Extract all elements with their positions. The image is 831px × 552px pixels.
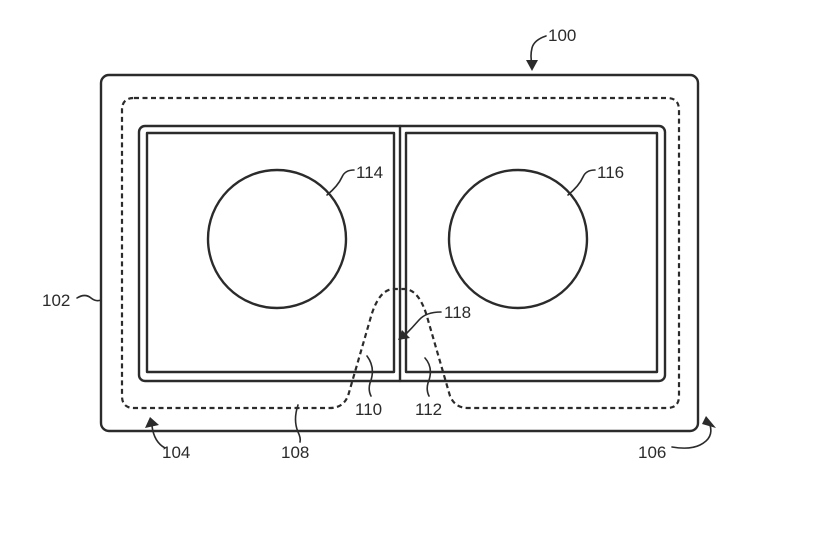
ref-106: 106 [638,443,666,462]
leader-110 [367,356,372,396]
ref-110: 110 [355,400,382,419]
arrowhead-104 [145,417,159,428]
leader-100 [531,36,546,64]
leader-118 [405,312,441,335]
leader-116 [568,170,595,195]
leader-112 [425,358,430,396]
ref-118: 118 [444,303,471,322]
ref-114: 114 [356,163,383,182]
ref-104: 104 [162,443,190,462]
ref-100: 100 [548,26,576,45]
arrowhead-106 [702,416,716,428]
ref-112: 112 [415,400,442,419]
ref-102: 102 [42,291,70,310]
leader-102 [77,296,101,301]
ref-116: 116 [597,163,624,182]
right-lens-116 [449,170,587,308]
left-lens-114 [208,170,346,308]
ref-108: 108 [281,443,309,462]
leader-108 [296,405,301,442]
leader-114 [327,170,354,195]
leader-106 [672,425,711,448]
arrowhead-100 [526,60,538,71]
